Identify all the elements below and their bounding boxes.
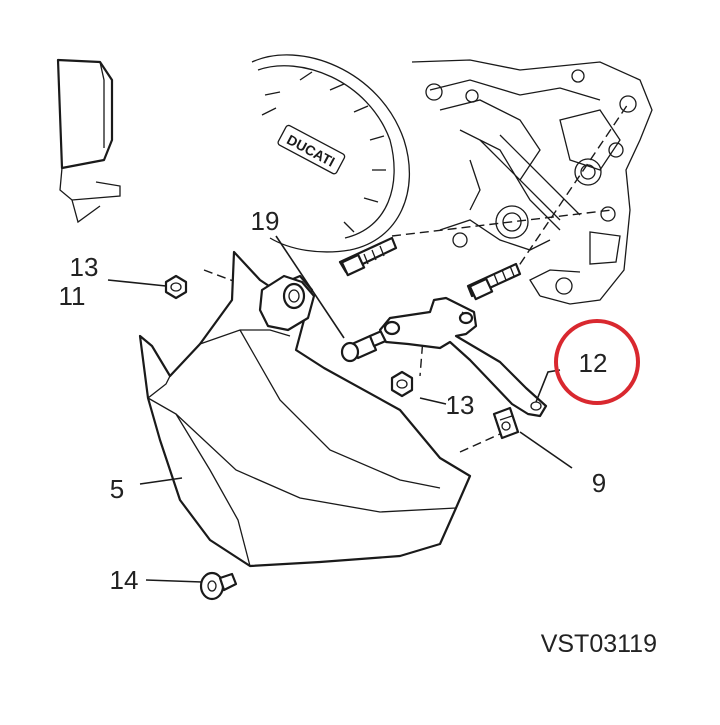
- callout-19: 19: [251, 206, 280, 236]
- callout-9: 9: [592, 468, 606, 498]
- bracket-12: [378, 296, 548, 418]
- nut-13-mid: [390, 370, 414, 398]
- callout-13-top: 13: [70, 252, 99, 282]
- stud-lower: [466, 262, 522, 301]
- left-background-component: [56, 58, 121, 224]
- callout-12: 12: [579, 348, 608, 378]
- bolt-19: [340, 328, 390, 363]
- callout-14: 14: [110, 565, 139, 595]
- callout-12-highlight-ring: [554, 319, 640, 405]
- fairing-panel-5: [138, 250, 472, 568]
- engine-casing: [411, 59, 653, 305]
- callout-13-mid: 13: [446, 390, 475, 420]
- ducati-logo: DUCATI: [277, 124, 346, 175]
- clip-nut-9: [492, 406, 520, 440]
- stud-upper: [338, 236, 398, 277]
- screw-14: [199, 571, 238, 601]
- nut-13-top: [164, 274, 188, 300]
- callout-5: 5: [110, 474, 124, 504]
- callout-11: 11: [59, 281, 86, 311]
- diagram-reference-code: VST03119: [541, 630, 657, 658]
